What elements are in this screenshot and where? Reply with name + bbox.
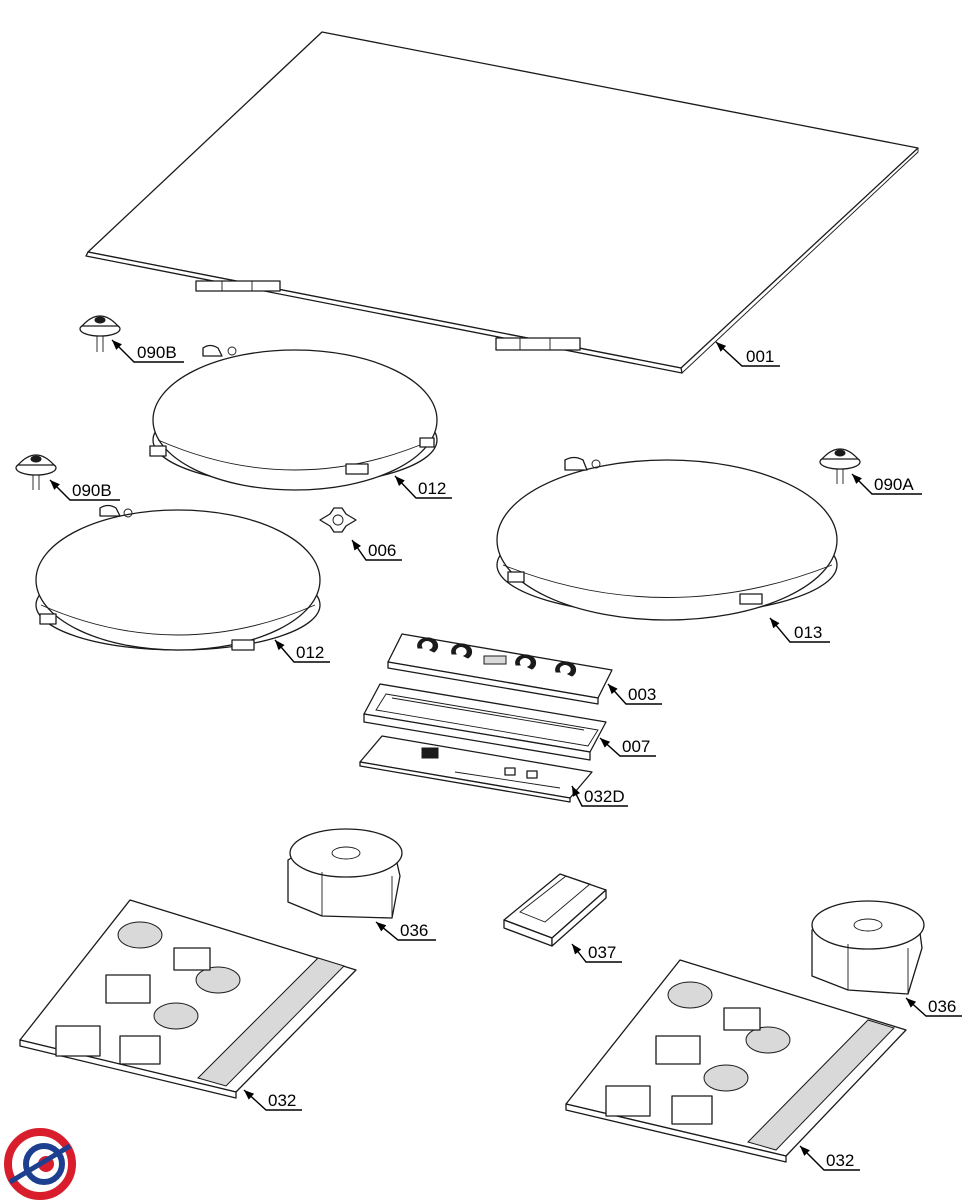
leader-line-032-right (799, 1145, 860, 1171)
part-label-090B-left: 090B (72, 481, 112, 500)
cooling-fan-036-left (287, 828, 403, 919)
leader-arrow-006 (352, 540, 362, 551)
part-label-003: 003 (628, 685, 656, 704)
cooling-fan-036-right (811, 900, 925, 995)
power-board-032-right (565, 959, 907, 1163)
part-label-013: 013 (794, 623, 822, 642)
part-label-001: 001 (746, 347, 774, 366)
leader-arrow-036-right (906, 998, 917, 1008)
part-label-037: 037 (588, 943, 616, 962)
part-label-032-right: 032 (826, 1151, 854, 1170)
brand-logo (4, 1128, 76, 1200)
leader-line-013 (769, 617, 830, 643)
control-pcb-032d (359, 735, 593, 803)
power-board-032-left (19, 899, 357, 1099)
leader-line-001 (715, 341, 780, 367)
control-board-frame-007 (363, 683, 607, 761)
leader-line-090B-top (111, 339, 184, 363)
leader-arrow-090B-left (50, 480, 60, 490)
leader-arrow-007 (600, 738, 611, 748)
leader-line-012-top (394, 475, 452, 499)
leader-arrow-012-bottom (275, 640, 285, 651)
touch-control-board-003 (387, 633, 613, 705)
temperature-sensor-090b-left (15, 454, 57, 490)
leader-arrow-090A (852, 474, 862, 484)
temperature-sensor-090a (819, 448, 861, 484)
part-label-036-left: 036 (400, 921, 428, 940)
induction-coil-012-top (149, 344, 438, 491)
part-label-007: 007 (622, 737, 650, 756)
induction-coil-012-bottom (35, 504, 321, 651)
leader-arrow-090B-top (112, 340, 122, 350)
leader-arrow-032-left (244, 1090, 255, 1100)
leader-arrow-032D (572, 786, 581, 797)
leader-arrow-012-top (395, 476, 405, 486)
part-label-006: 006 (368, 541, 396, 560)
part-label-090B-top: 090B (137, 343, 177, 362)
temperature-sensor-090b-top (79, 315, 121, 352)
terminal-block-037 (503, 873, 607, 947)
leader-arrow-037 (572, 944, 582, 955)
induction-coil-013 (496, 456, 838, 621)
leader-arrow-032-right (800, 1146, 810, 1156)
part-label-032D: 032D (584, 787, 625, 806)
leader-arrow-013 (770, 618, 780, 629)
leader-arrow-001 (716, 342, 727, 352)
part-label-036-right: 036 (928, 997, 956, 1016)
leader-arrow-036-left (376, 922, 387, 932)
part-label-012-top: 012 (418, 479, 446, 498)
part-label-032-left: 032 (268, 1091, 296, 1110)
glass-top-plate (85, 31, 919, 374)
part-label-090A: 090A (874, 475, 914, 494)
part-label-012-bottom: 012 (296, 643, 324, 662)
leader-arrow-003 (608, 684, 618, 695)
clip-006 (319, 507, 357, 533)
